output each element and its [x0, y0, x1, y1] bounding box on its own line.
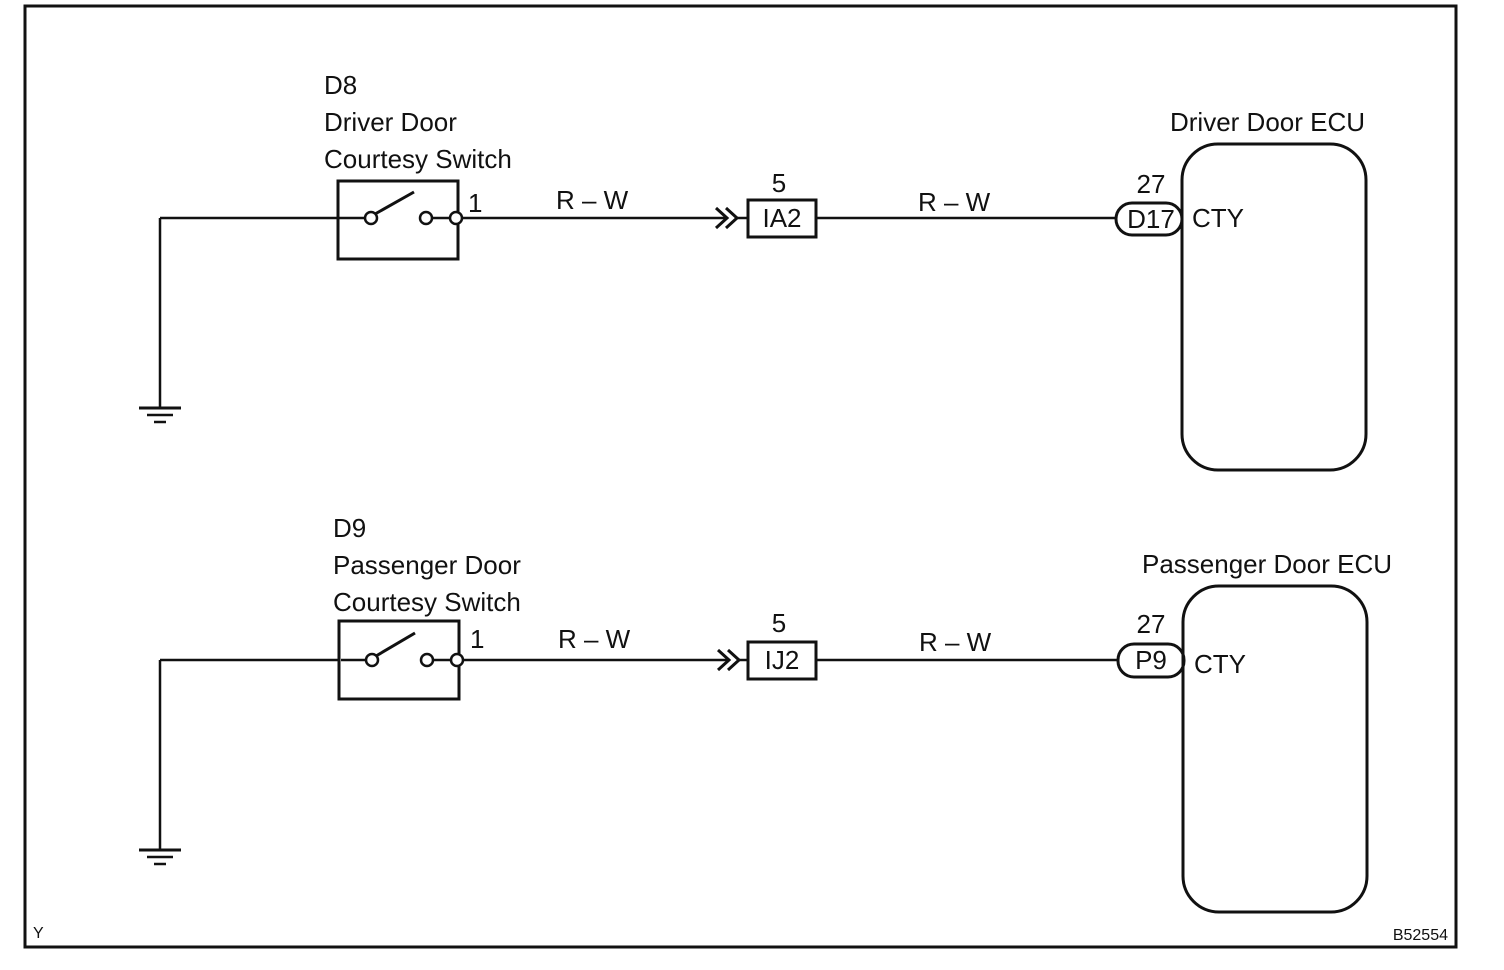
switch-name-line2: Courtesy Switch	[333, 587, 521, 617]
switch-terminal-number: 1	[470, 624, 484, 654]
passenger-door-circuit: D9 Passenger Door Courtesy Switch 1 R – …	[139, 513, 1392, 914]
terminal-icon	[448, 210, 464, 226]
wire-color-label: R – W	[918, 187, 991, 217]
switch-contact-icon	[363, 210, 379, 226]
junction-pin: 5	[772, 168, 786, 198]
switch-code: D9	[333, 513, 366, 543]
switch-contact-icon	[419, 652, 435, 668]
diagram-frame	[23, 4, 1458, 949]
switch-name-line1: Passenger Door	[333, 550, 521, 580]
switch-name-line2: Courtesy Switch	[324, 144, 512, 174]
ground-symbol	[139, 216, 340, 424]
ecu-pin-number: 27	[1137, 609, 1166, 639]
ecu-terminal-name: CTY	[1192, 203, 1244, 233]
ecu-connector-code: D17	[1127, 204, 1175, 234]
junction-code: IJ2	[765, 645, 800, 675]
ecu-box	[1181, 584, 1369, 914]
switch-lever-icon	[374, 190, 415, 216]
courtesy-switch	[337, 619, 465, 701]
junction-code: IA2	[762, 203, 801, 233]
switch-contact-icon	[418, 210, 434, 226]
switch-terminal-number: 1	[468, 188, 482, 218]
corner-mark: Y	[33, 925, 44, 942]
ground-symbol	[139, 658, 340, 866]
wire-color-label: R – W	[919, 627, 992, 657]
figure-id: B52554	[1393, 927, 1448, 944]
driver-door-circuit: D8 Driver Door Courtesy Switch 1 R – W I…	[139, 70, 1368, 472]
wire-color-label: R – W	[556, 185, 629, 215]
switch-code: D8	[324, 70, 357, 100]
wire-color-label: R – W	[558, 624, 631, 654]
ecu-connector-code: P9	[1135, 645, 1167, 675]
switch-name-line1: Driver Door	[324, 107, 457, 137]
ecu-title: Passenger Door ECU	[1142, 549, 1392, 579]
switch-contact-icon	[364, 652, 380, 668]
courtesy-switch	[336, 179, 464, 261]
switch-lever-icon	[375, 631, 416, 658]
ecu-box	[1180, 142, 1368, 472]
ecu-terminal-name: CTY	[1194, 649, 1246, 679]
ecu-title: Driver Door ECU	[1170, 107, 1365, 137]
ecu-pin-number: 27	[1137, 169, 1166, 199]
terminal-icon	[449, 652, 465, 668]
junction-pin: 5	[772, 608, 786, 638]
